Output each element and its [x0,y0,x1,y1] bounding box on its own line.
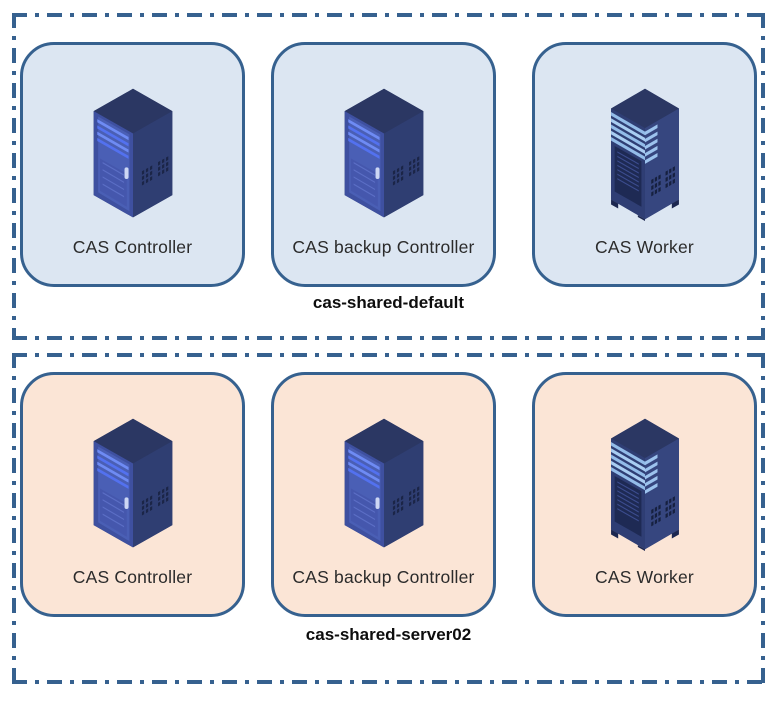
node-label: CAS backup Controller [292,237,475,257]
node-label: CAS Worker [595,567,694,587]
server-tower-icon [325,417,443,551]
server-tower-icon [74,87,192,221]
server-rack-icon [599,417,691,551]
group-label: cas-shared-default [312,293,465,312]
node-label: CAS Worker [595,237,694,257]
node-cas-controller-2: CAS Controller [20,372,245,617]
node-cas-controller-1: CAS Controller [20,42,245,287]
node-cas-worker-2: CAS Worker [532,372,757,617]
server-rack-icon [599,417,691,551]
server-tower-icon [325,87,443,221]
server-rack-icon [599,87,691,221]
server-tower-icon [74,417,192,551]
node-cas-backup-controller-2: CAS backup Controller [271,372,496,617]
server-tower-icon [325,87,443,221]
server-tower-icon [74,417,192,551]
node-label: CAS Controller [72,237,193,257]
server-rack-icon [599,87,691,221]
server-tower-icon [74,87,192,221]
server-tower-icon [325,417,443,551]
group-label: cas-shared-server02 [305,625,472,644]
node-label: CAS backup Controller [292,567,475,587]
node-cas-worker-1: CAS Worker [532,42,757,287]
node-label: CAS Controller [72,567,193,587]
node-cas-backup-controller-1: CAS backup Controller [271,42,496,287]
